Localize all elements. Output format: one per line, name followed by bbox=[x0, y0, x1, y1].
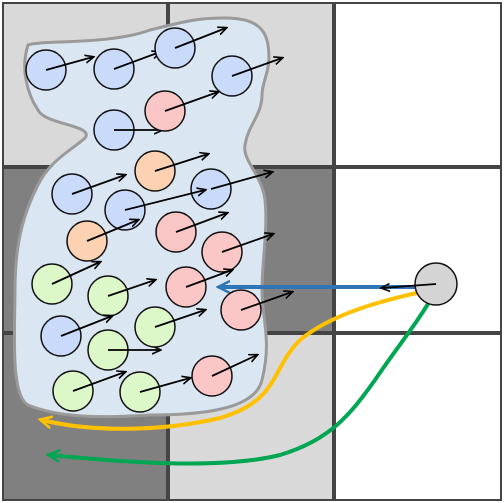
particle-blue-2 bbox=[93, 48, 160, 90]
source-particle bbox=[382, 262, 458, 306]
velocity-arrow bbox=[211, 355, 257, 377]
grid-cell-2-2 bbox=[334, 333, 502, 501]
particle-blue-3 bbox=[154, 28, 226, 69]
particle-green-20 bbox=[134, 306, 205, 348]
particle-blue-5 bbox=[93, 109, 162, 151]
velocity-arrow bbox=[185, 270, 232, 288]
particle-blue-7 bbox=[51, 174, 125, 215]
particle-green-19 bbox=[87, 329, 160, 371]
interaction-path-orange bbox=[42, 287, 438, 431]
velocity-arrow bbox=[51, 262, 100, 285]
velocity-arrow bbox=[240, 292, 292, 311]
particle-red-23 bbox=[191, 355, 257, 397]
velocity-arrow bbox=[124, 190, 205, 211]
velocity-arrow bbox=[174, 28, 226, 49]
velocity-arrow bbox=[86, 220, 138, 242]
velocity-arrow bbox=[154, 310, 205, 328]
particle-blue-4 bbox=[211, 55, 282, 97]
grid-cell-0-2 bbox=[334, 2, 502, 167]
particle-layer bbox=[25, 28, 458, 413]
particle-orange-8 bbox=[134, 150, 208, 192]
velocity-arrow bbox=[107, 280, 155, 297]
particle-red-13 bbox=[201, 231, 273, 273]
particle-green-22 bbox=[119, 371, 190, 413]
particle-red-16 bbox=[165, 266, 232, 308]
velocity-arrow bbox=[164, 92, 218, 112]
particle-green-21 bbox=[52, 371, 125, 412]
particle-red-12 bbox=[155, 212, 227, 253]
velocity-arrow bbox=[71, 175, 125, 195]
velocity-arrow bbox=[113, 52, 160, 70]
velocity-arrow bbox=[139, 378, 190, 393]
particle-blue-18 bbox=[40, 316, 112, 357]
velocity-arrow bbox=[210, 172, 272, 190]
velocity-arrow bbox=[45, 57, 93, 71]
velocity-arrow bbox=[231, 58, 282, 77]
velocity-arrow bbox=[154, 154, 208, 172]
velocity-arrow bbox=[221, 234, 273, 253]
velocity-arrow bbox=[175, 213, 227, 233]
grid-cell-1-2 bbox=[334, 167, 502, 333]
interaction-path-green bbox=[50, 288, 438, 466]
particle-red-6 bbox=[144, 91, 218, 132]
velocity-arrow bbox=[72, 372, 125, 392]
particle-blue-1 bbox=[25, 49, 93, 91]
source-velocity-arrow bbox=[382, 284, 437, 288]
particle-green-14 bbox=[31, 262, 100, 305]
particle-orange-11 bbox=[66, 220, 138, 262]
particle-red-17 bbox=[220, 289, 292, 331]
particle-blue-9 bbox=[190, 168, 272, 210]
velocity-arrow bbox=[60, 316, 112, 337]
